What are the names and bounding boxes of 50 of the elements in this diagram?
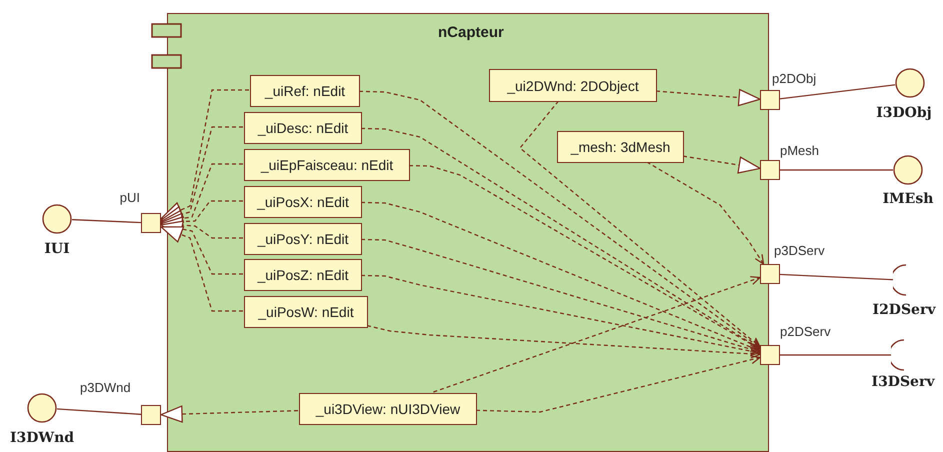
arrow [476,355,761,413]
arrow [160,163,243,227]
arrow [656,89,761,106]
component-name: nCapteur [438,24,504,41]
connector-line [780,84,896,100]
interface-label: I2DServ [872,302,937,318]
arrow [358,90,761,348]
interface-label: I3DObj [875,105,933,121]
part-box: _uiPosW: nEdit [244,296,368,328]
arrow [519,100,761,348]
port-label: p3DWnd [80,380,132,395]
port-label: p3DServ [774,243,826,258]
part-box: _uiDesc: nEdit [244,112,362,144]
connector-line [72,219,142,224]
arrow [360,238,761,354]
arrow [160,405,298,423]
interface-label: I3DWnd [8,430,76,446]
arrow [160,226,243,312]
part-box: _mesh: 3dMesh [557,131,684,163]
component-box [167,13,769,452]
arrow [160,216,243,239]
arrow [160,220,243,275]
interface-label: I3DServ [870,374,936,390]
arrow [360,128,761,350]
connector-line [780,274,894,280]
arrow [682,156,761,174]
port-label: pUI [118,190,140,205]
arrow [160,126,243,223]
connector-line [780,354,891,356]
arrow [366,325,761,358]
port-label: p2DObj [772,71,818,86]
port-label: pMesh [780,143,820,158]
port-label: p2DServ [780,324,832,339]
part-box: _uiPosX: nEdit [244,186,362,218]
arrow [433,276,761,393]
interface-label: IUI [43,241,71,257]
part-box: _uiPosY: nEdit [244,223,362,255]
connector-line [56,408,142,415]
arrow [408,165,761,350]
interface-label: IMEsh [882,191,934,207]
part-box: _ui3DView: nUI3DView [299,393,477,425]
part-box: _ui2DWnd: 2DObject [489,69,657,102]
arrow [360,274,761,356]
arrow [160,89,249,220]
arrow [646,161,764,265]
connector-line [780,169,893,171]
part-box: _uiRef: nEdit [250,75,360,107]
part-box: _uiPosZ: nEdit [244,259,362,291]
part-box: _uiEpFaisceau: nEdit [244,149,410,181]
arrow [360,202,761,352]
